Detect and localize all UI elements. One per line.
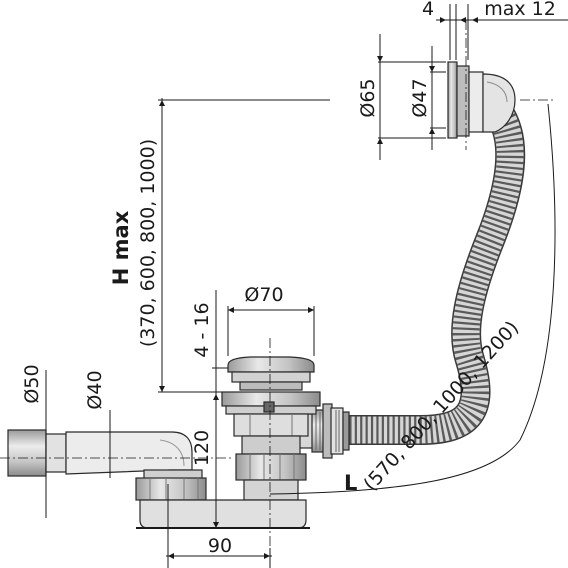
label-outlet-outer-dia: Ø50 [21,364,43,403]
waste-plug-assembly [221,356,321,501]
dimension-ticks [159,17,478,559]
label-outlet-inner-dia: Ø40 [84,370,106,409]
overflow-fitting [447,61,516,139]
label-overflow-inner-dia: Ø47 [409,78,431,117]
label-height-max: H max [109,210,133,285]
label-length: L [344,471,357,495]
trap-body [135,469,310,529]
label-height-options: (370, 600, 800, 1000) [137,139,159,347]
label-waste-range: 4 - 16 [191,302,213,357]
label-length-options: (570, 800, 1000, 1200) [359,317,523,495]
center-lines [0,20,554,556]
label-trap-width: 90 [208,535,232,557]
dimension-lines [45,4,568,568]
label-trap-height: 120 [191,430,213,466]
outlet-elbow [7,429,193,477]
label-waste-dia: Ø70 [244,284,283,306]
corrugated-hose [330,100,526,445]
label-overflow-outer-dia: Ø65 [357,78,379,117]
label-flange-thickness: 4 [422,0,434,20]
label-wall-max: max 12 [484,0,556,20]
